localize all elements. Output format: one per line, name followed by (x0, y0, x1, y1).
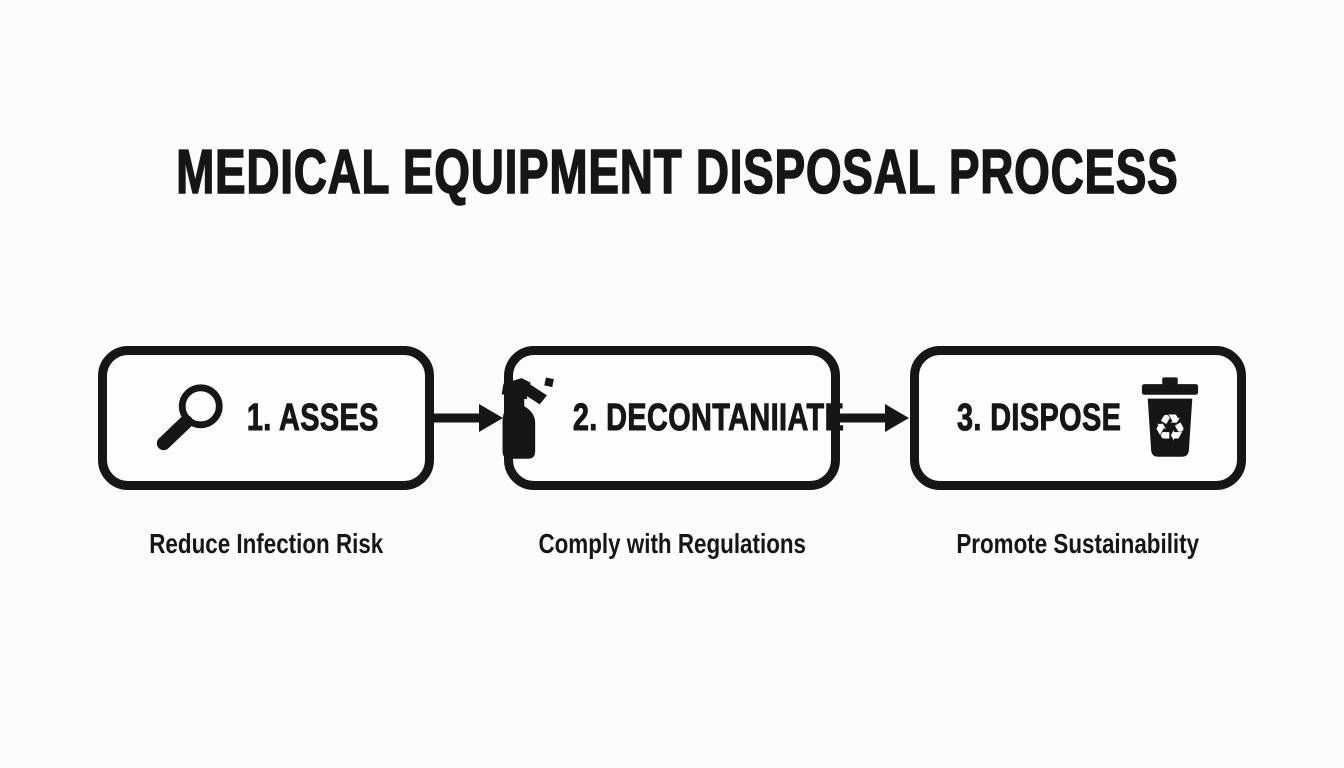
caption-assess: Reduce Infection Risk (148, 528, 383, 559)
spray-bottle-icon (502, 377, 555, 459)
caption-cell-assess: Reduce Infection Risk (98, 528, 434, 560)
caption-cell-dispose: Promote Sustainability (910, 528, 1246, 560)
caption-decontaminate: Comply with Regulations (538, 528, 806, 559)
step-box-decontaminate: 2. DECONTANIIATE (502, 346, 845, 490)
page-title: MEDICAL EQUIPMENT DISPOSAL PROCESS (176, 138, 1179, 207)
caption-dispose: Promote Sustainability (956, 528, 1200, 559)
arrow-right-icon (840, 404, 909, 432)
svg-text:♻: ♻ (1154, 406, 1187, 449)
step-box-assess: 1. ASSES (98, 346, 434, 490)
arrow-right-icon (434, 404, 503, 432)
process-flow: 1. ASSES 2. DECONTANIIATE 3. DISPOSE (0, 346, 1344, 490)
diagram-title-row: MEDICAL EQUIPMENT DISPOSAL PROCESS (0, 138, 1344, 207)
magnifier-icon (157, 384, 223, 451)
recycle-bin-icon: ♻ (1142, 377, 1199, 457)
step-box-dispose: 3. DISPOSE ♻ (910, 346, 1246, 490)
caption-row: Reduce Infection Risk Comply with Regula… (0, 528, 1344, 560)
step-label-dispose: 3. DISPOSE (956, 396, 1122, 439)
step-label-decontaminate: 2. DECONTANIIATE (573, 396, 845, 439)
step-label-assess: 1. ASSES (246, 396, 379, 439)
diagram-canvas: MEDICAL EQUIPMENT DISPOSAL PROCESS 1. AS… (0, 138, 1344, 768)
caption-cell-decontaminate: Comply with Regulations (504, 528, 840, 560)
